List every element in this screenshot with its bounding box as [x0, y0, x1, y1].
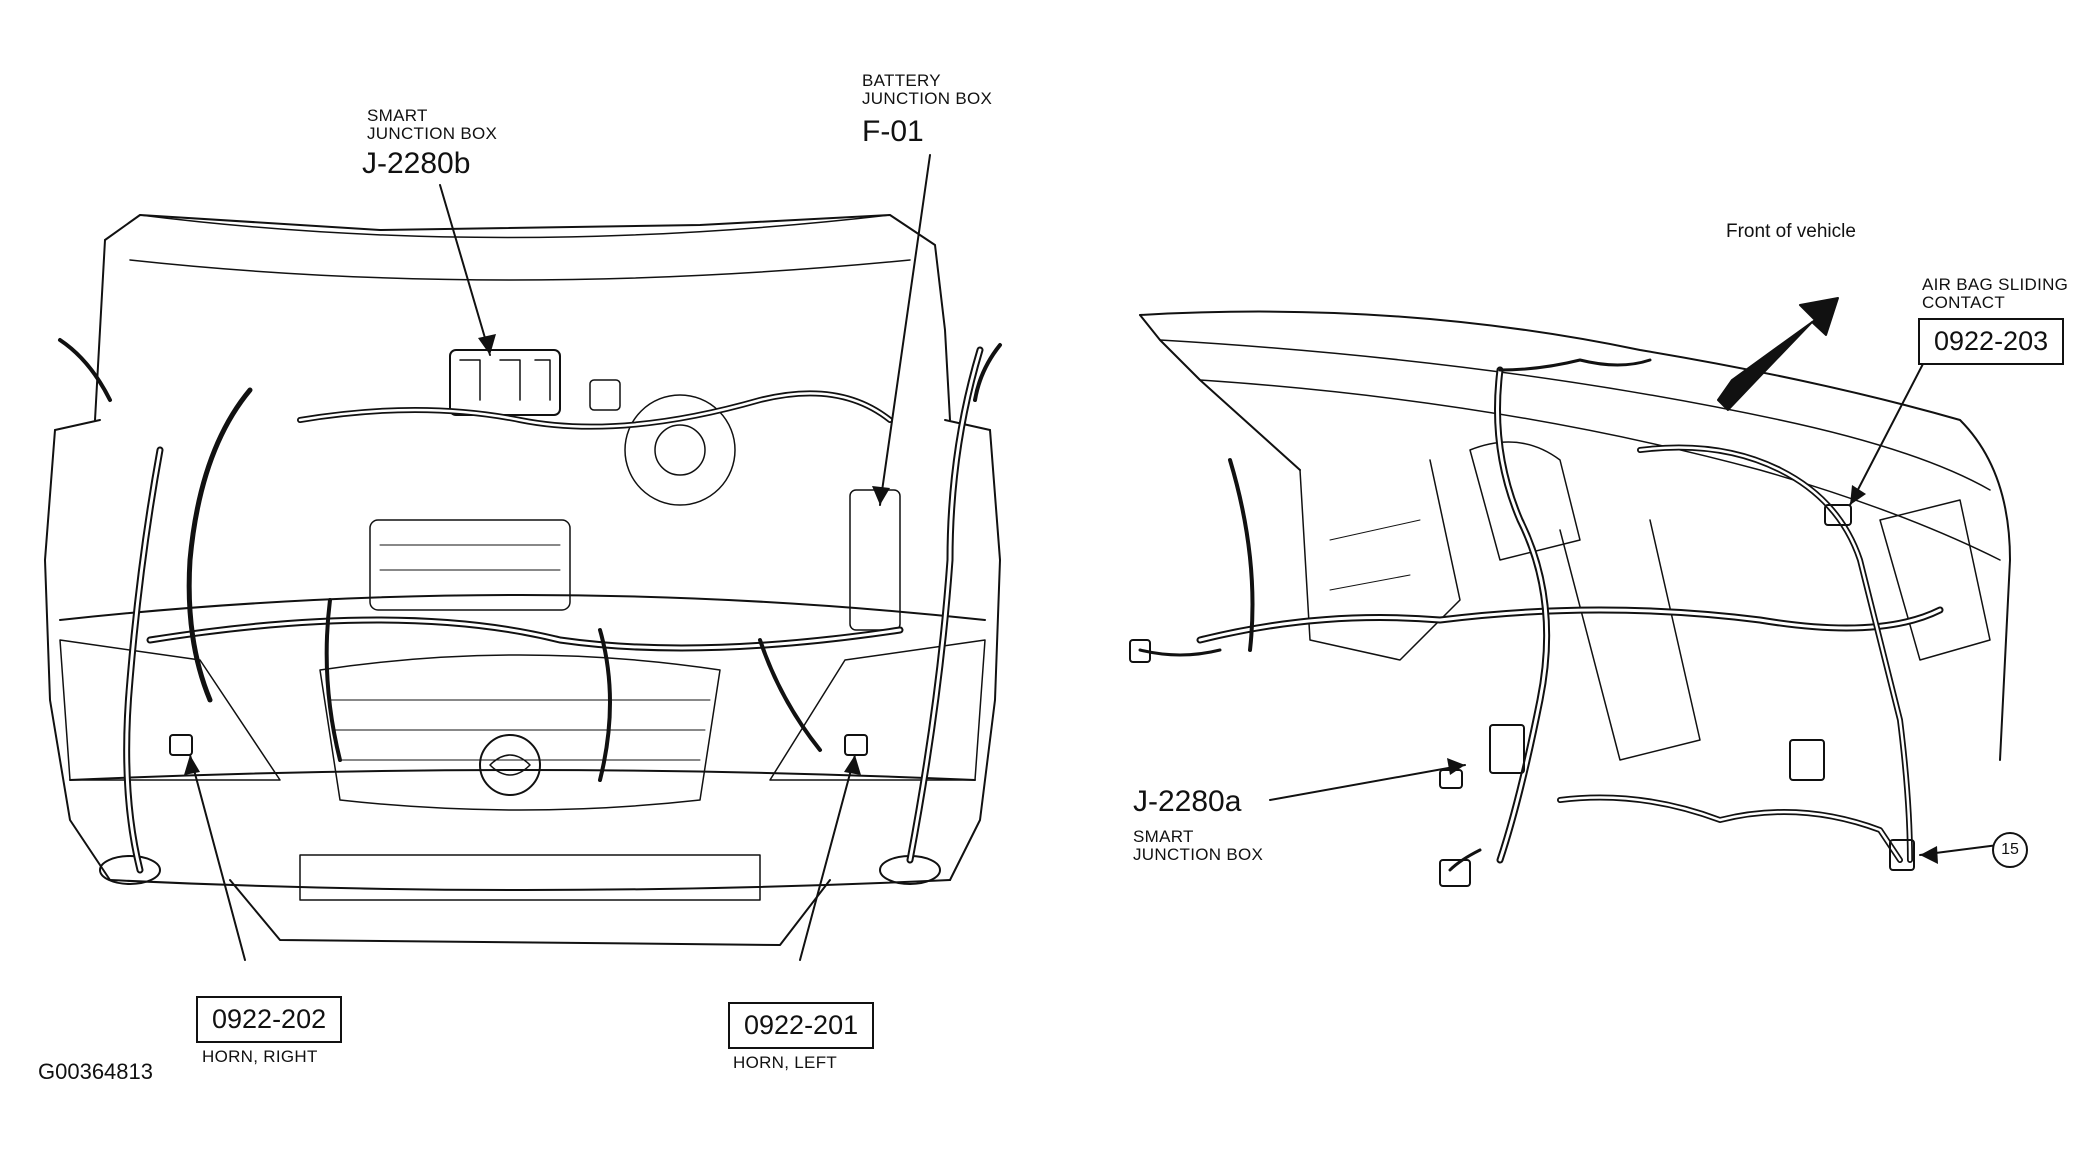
battery-junction-box-label: BATTERY JUNCTION BOX [862, 72, 992, 108]
air-bag-code-box: 0922-203 [1918, 318, 2065, 365]
engine-compartment-illustration [44, 214, 1002, 946]
smart-junction-box-label-b: SMART JUNCTION BOX [367, 107, 497, 143]
instrument-panel-illustration [1129, 297, 2011, 887]
battery-junction-box-line2: JUNCTION BOX [862, 88, 993, 108]
air-bag-line2: CONTACT [1922, 292, 2005, 312]
front-of-vehicle-label: Front of vehicle [1726, 221, 1856, 242]
smart-junction-box-a-line2: JUNCTION BOX [1133, 844, 1264, 864]
air-bag-sliding-contact-label: AIR BAG SLIDING CONTACT [1922, 276, 2068, 312]
air-bag-line1: AIR BAG SLIDING [1922, 275, 2069, 294]
smart-junction-box-code-a: J-2280a [1133, 785, 1242, 818]
callout-15: 15 [1992, 832, 2028, 868]
battery-junction-box-code: F-01 [862, 115, 924, 148]
smart-junction-box-line1: SMART [367, 106, 428, 125]
horn-right-label: HORN, RIGHT [202, 1047, 318, 1066]
smart-junction-box-label-a: SMART JUNCTION BOX [1133, 828, 1263, 864]
horn-left-label: HORN, LEFT [733, 1053, 838, 1072]
smart-junction-box-code-b: J-2280b [362, 147, 471, 180]
leader-lines [189, 154, 1999, 961]
smart-junction-box-line2: JUNCTION BOX [367, 123, 498, 143]
horn-left-code-box: 0922-201 [728, 1002, 875, 1049]
figure-id: G00364813 [38, 1059, 153, 1084]
smart-junction-box-a-line1: SMART [1133, 827, 1194, 846]
battery-junction-box-line1: BATTERY [862, 71, 941, 90]
horn-right-code-box: 0922-202 [196, 996, 343, 1043]
